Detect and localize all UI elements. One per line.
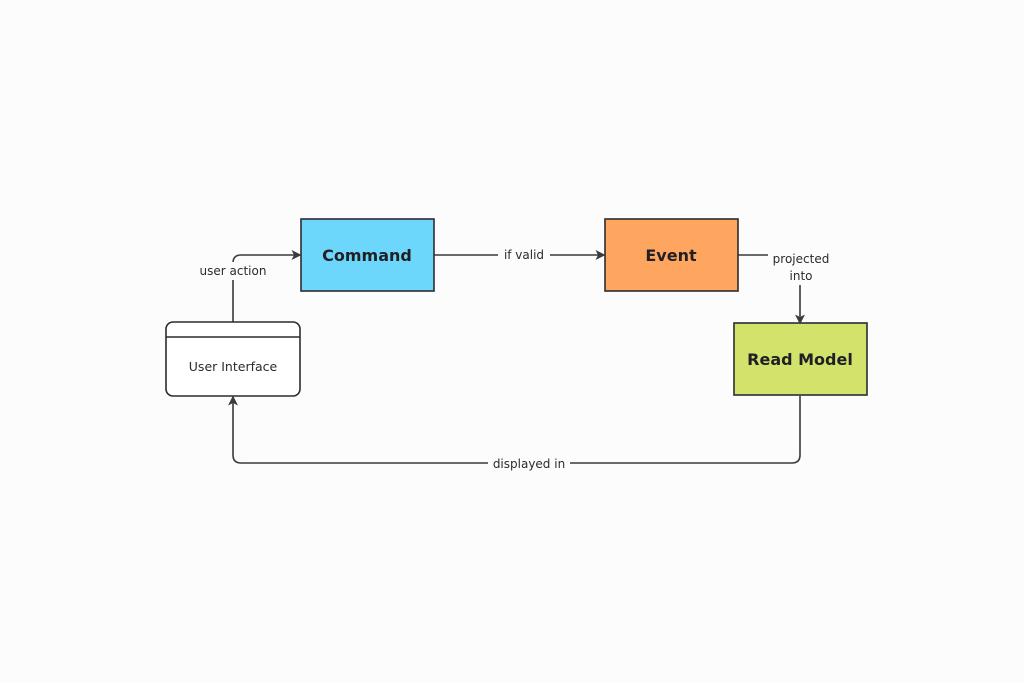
command-node: Command bbox=[300, 218, 435, 292]
user-interface-label: User Interface bbox=[189, 359, 278, 374]
user-action-label-bg bbox=[196, 262, 270, 280]
projected-into-label-line2: into bbox=[790, 269, 813, 283]
displayed-in-label-bg bbox=[488, 455, 570, 472]
if-valid-label-bg bbox=[498, 246, 550, 264]
command-label: Command bbox=[322, 246, 412, 265]
event-label: Event bbox=[645, 246, 697, 265]
command-box bbox=[300, 218, 435, 292]
read-model-node: Read Model bbox=[733, 322, 868, 396]
user-interface-node: User Interface bbox=[165, 321, 301, 397]
read-model-label: Read Model bbox=[747, 350, 853, 369]
edge-displayed-in bbox=[228, 395, 801, 464]
projected-into-label-bg bbox=[768, 251, 834, 285]
event-node: Event bbox=[604, 218, 739, 292]
event-box bbox=[604, 218, 739, 292]
user-action-label: user action bbox=[200, 264, 267, 278]
user-interface-box bbox=[165, 321, 301, 397]
read-model-box bbox=[733, 322, 868, 396]
displayed-in-label: displayed in bbox=[493, 457, 565, 471]
if-valid-label: if valid bbox=[504, 248, 544, 262]
projected-into-label-line1: projected bbox=[773, 252, 830, 266]
